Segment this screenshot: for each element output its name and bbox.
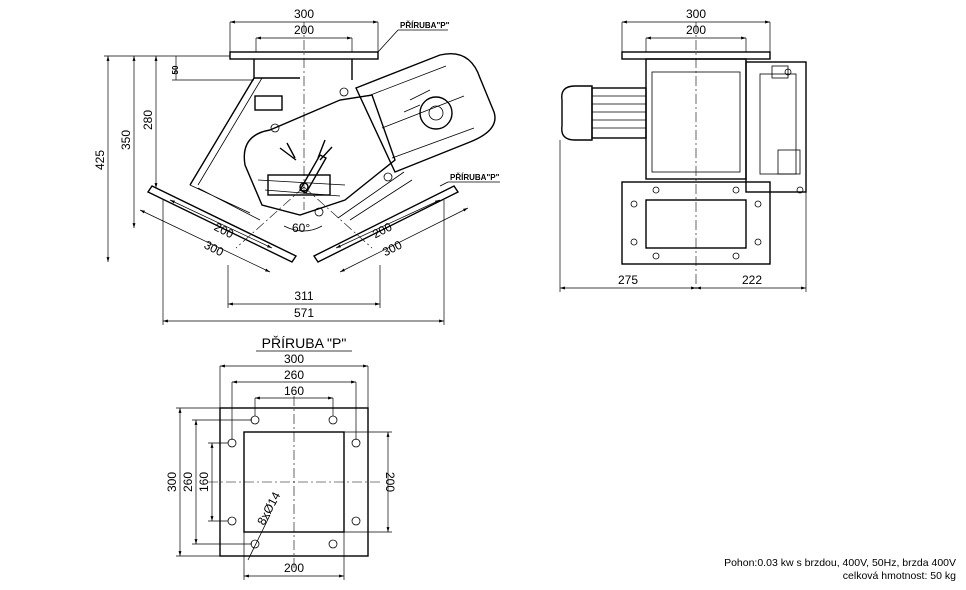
flange-dim-bottom-200: 200 [284,561,304,575]
side-dim-right: 222 [742,273,762,287]
dim-left-300: 300 [202,238,226,260]
angle-label: 60° [292,221,310,235]
side-dim-top-outer: 300 [686,7,706,21]
side-bottom-flange [621,181,771,265]
front-view: 300 200 PŘÍRUBA"P" PŘÍRUBA"P" 425 350 28… [93,7,500,325]
flange-dim-h-300: 300 [165,472,179,492]
dim-bottom-571: 571 [294,306,314,320]
flange-dim-h-260: 260 [181,472,195,492]
side-dim-left: 275 [618,273,638,287]
flange-view: PŘÍRUBA "P" 300 260 160 [165,335,397,580]
dim-height-mid: 350 [119,130,133,150]
dim-small: 50 [171,65,180,74]
hopper-body [189,59,353,186]
side-view: 300 200 275 222 [559,7,807,292]
side-gearbox [745,61,807,194]
flange-holes-callout: 8xØ14 [254,489,283,527]
flange-label-side: PŘÍRUBA"P" [450,173,500,182]
dim-left-200: 200 [212,220,236,242]
side-motor [561,85,647,141]
dim-height-inner: 280 [141,110,155,130]
flange-dim-w-160: 160 [284,384,304,398]
dim-top-outer: 300 [294,7,314,21]
dim-height-total: 425 [93,150,107,170]
flange-dim-h-160: 160 [197,472,211,492]
weight-note: celková hmotnost: 50 kg [842,570,956,582]
motor-drive [355,53,496,173]
side-dim-top-inner: 200 [686,23,706,37]
flange-outer [219,407,369,557]
valve-housing [243,87,396,217]
flange-title: PŘÍRUBA "P" [262,335,347,351]
dim-bottom-311: 311 [294,289,313,303]
flange-dim-right-200: 200 [383,472,397,492]
label-plate [254,95,283,111]
flange-dim-w-260: 260 [284,368,304,382]
flange-label-top: PŘÍRUBA"P" [400,21,450,30]
drive-spec-note: Pohon:0.03 kw s brzdou, 400V, 50Hz, brzd… [724,557,956,569]
flange-dim-w-300: 300 [284,352,304,366]
dim-right-300: 300 [380,238,404,260]
dim-top-inner: 200 [294,23,314,37]
